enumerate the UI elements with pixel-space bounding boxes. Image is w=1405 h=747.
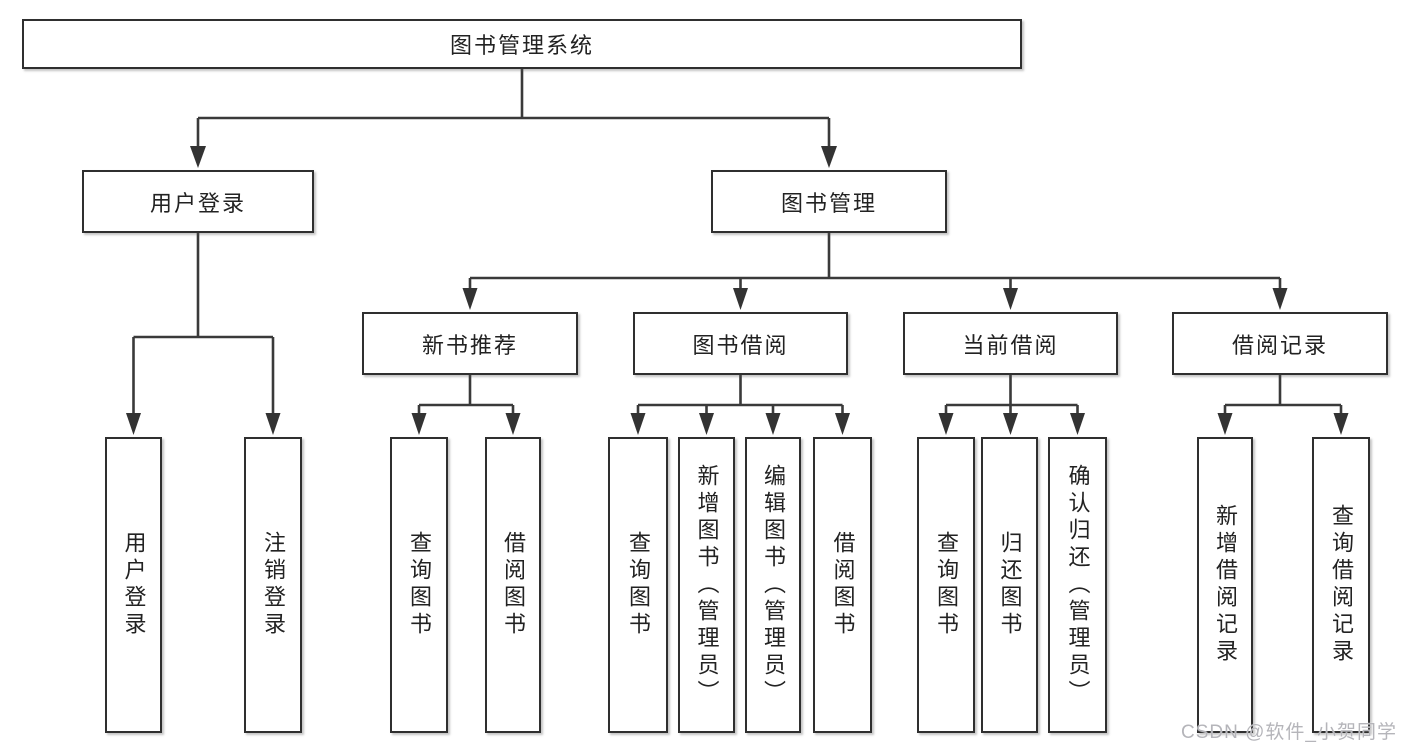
node-leaf-query-books-current: 查询图书 [917, 437, 975, 733]
leaf-label: 查询借阅记录 [1329, 504, 1354, 666]
node-leaf-query-books-recommend: 查询图书 [390, 437, 448, 733]
leaf-label: 借阅图书 [830, 531, 856, 639]
leaf-label: 查询图书 [407, 531, 432, 639]
node-new-book-recommend: 新书推荐 [362, 312, 578, 375]
node-leaf-user-login: 用户登录 [105, 437, 162, 733]
node-leaf-query-borrow-record: 查询借阅记录 [1312, 437, 1370, 733]
leaf-label: 新增图书（管理员） [694, 463, 720, 707]
node-leaf-query-books-borrow: 查询图书 [608, 437, 668, 733]
node-leaf-add-borrow-record: 新增借阅记录 [1197, 437, 1253, 733]
node-library-management-system: 图书管理系统 [22, 19, 1022, 69]
node-leaf-borrow-books: 借阅图书 [813, 437, 872, 733]
leaf-label: 查询图书 [934, 531, 959, 639]
node-leaf-borrow-books-recommend: 借阅图书 [485, 437, 541, 733]
node-leaf-edit-books-admin: 编辑图书（管理员） [745, 437, 801, 733]
csdn-watermark: CSDN @软件_小贺同学 [1181, 722, 1397, 743]
connector-book-borrow-to-leaves [630, 375, 850, 435]
connector-new-books-to-leaves [411, 375, 521, 435]
connector-book-mgmt-to-level3 [462, 233, 1288, 310]
leaf-label: 注销登录 [261, 531, 286, 639]
leaf-label: 借阅图书 [501, 531, 526, 639]
connector-borrow-records-to-leaves [1217, 375, 1349, 435]
leaf-label: 归还图书 [997, 531, 1023, 639]
leaf-label: 编辑图书（管理员） [761, 463, 786, 707]
connector-root-to-level2 [190, 69, 837, 168]
node-leaf-confirm-return-admin: 确认归还（管理员） [1048, 437, 1107, 733]
node-current-borrow: 当前借阅 [903, 312, 1118, 375]
connector-user-login-to-leaves [126, 233, 281, 435]
node-book-management: 图书管理 [711, 170, 947, 233]
leaf-label: 用户登录 [121, 531, 147, 639]
node-user-login: 用户登录 [82, 170, 314, 233]
node-leaf-add-books-admin: 新增图书（管理员） [678, 437, 735, 733]
node-leaf-return-books: 归还图书 [981, 437, 1038, 733]
node-leaf-logout: 注销登录 [244, 437, 302, 733]
leaf-label: 确认归还（管理员） [1065, 463, 1091, 707]
node-book-borrow: 图书借阅 [633, 312, 848, 375]
node-borrow-records: 借阅记录 [1172, 312, 1388, 375]
connector-current-borrow-to-leaves [938, 375, 1085, 435]
leaf-label: 查询图书 [626, 531, 651, 639]
leaf-label: 新增借阅记录 [1213, 504, 1238, 666]
